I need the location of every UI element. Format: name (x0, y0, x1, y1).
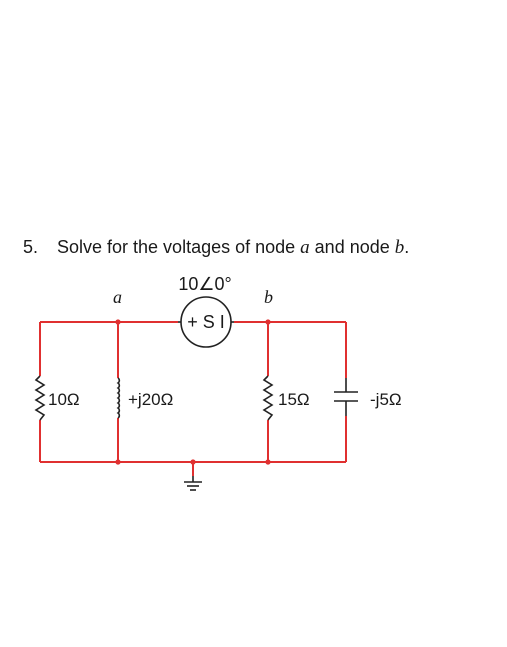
node-a-label: a (113, 287, 122, 307)
inductor-label: +j20Ω (128, 390, 173, 409)
junctions (115, 319, 271, 465)
problem-text-middle: and node (309, 237, 395, 257)
problem-text-after: . (404, 237, 410, 257)
capacitor-label: -j5Ω (370, 390, 402, 409)
problem-number: 5. (23, 237, 39, 257)
problem-node-b: b (394, 237, 405, 258)
bottom-dot-2 (190, 459, 196, 465)
ground-icon (184, 476, 202, 491)
problem-node-a: a (300, 237, 310, 258)
source-symbol: + S I (187, 312, 225, 332)
node-a-dot (115, 319, 121, 325)
node-b-label: b (264, 287, 273, 307)
resistor-10-label: 10Ω (48, 390, 80, 409)
capacitor-symbol (334, 378, 358, 416)
node-b-dot (265, 319, 271, 325)
source-label: 10∠0° (178, 274, 231, 294)
problem-text-before: Solve for the voltages of node (57, 237, 301, 257)
resistor-15-symbol (262, 375, 274, 421)
inductor-symbol (116, 377, 121, 419)
bottom-dot-1 (115, 459, 121, 465)
resistor-10-symbol (34, 375, 46, 421)
bottom-dot-3 (265, 459, 271, 465)
voltage-source: + S I (178, 296, 234, 348)
resistor-15-label: 15Ω (278, 390, 310, 409)
problem-statement: 5. Solve for the voltages of node a and n… (23, 237, 409, 259)
